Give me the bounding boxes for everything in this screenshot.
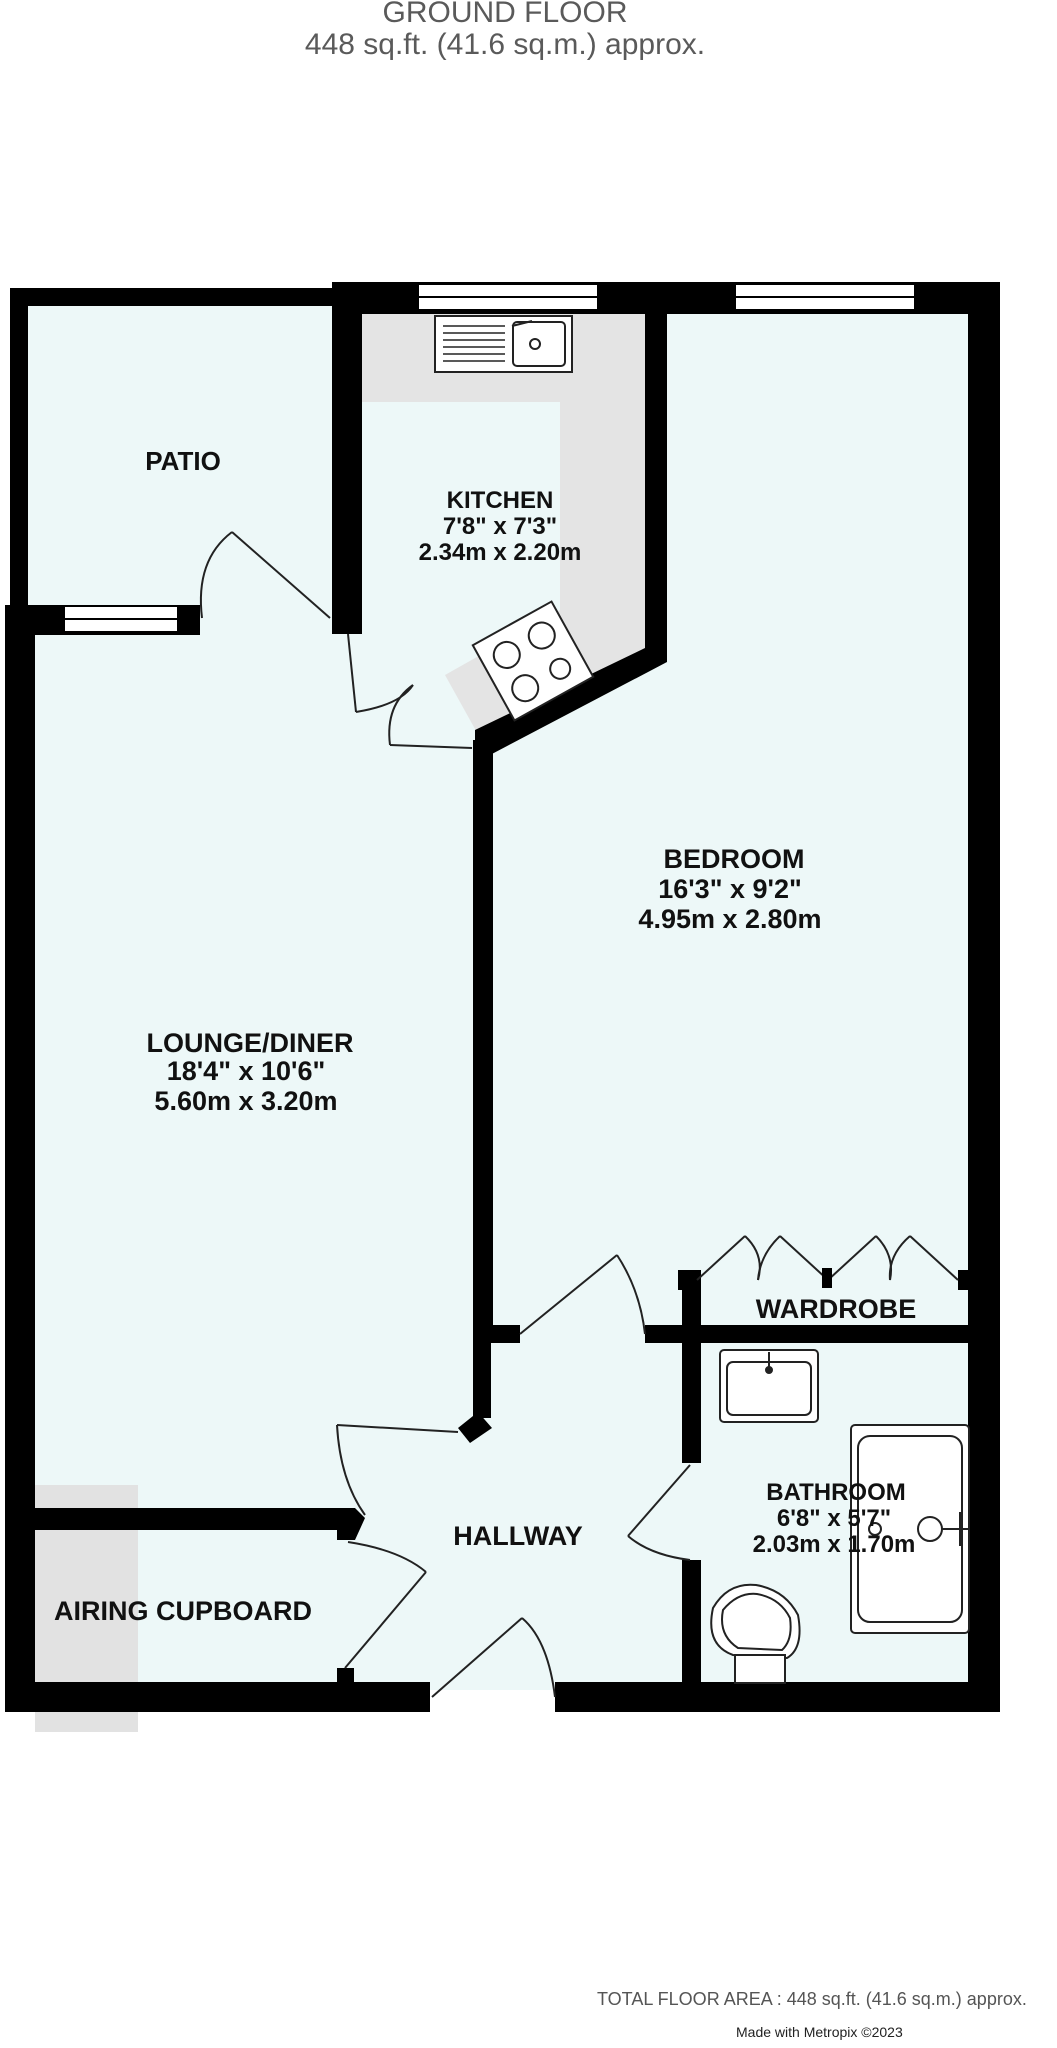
wall-airing-end: [337, 1508, 365, 1540]
lounge-metric: 5.60m x 3.20m: [154, 1086, 337, 1116]
hallway-label: HALLWAY: [453, 1521, 583, 1551]
wall-kitchen-left: [332, 282, 362, 634]
window-icon: [63, 605, 179, 633]
bedroom-door-icon: [519, 1254, 646, 1335]
kitchen-counter: [362, 310, 645, 738]
wall-wardrobe-divider: [645, 1325, 975, 1343]
lounge-area: [20, 618, 480, 1465]
wardrobe-doors-icon: [696, 1235, 959, 1281]
kitchen-door-icon: [347, 633, 473, 749]
wall-patio-top: [10, 288, 332, 306]
windows: [63, 283, 916, 633]
wall-bath-left-top: [682, 1270, 701, 1463]
wall-right: [968, 282, 1000, 1712]
entrance-door-icon: [431, 1617, 556, 1698]
kitchen-imperial: 7'8" x 7'3": [443, 513, 557, 540]
wall-bottom-left: [5, 1682, 430, 1712]
hob-icon: [471, 600, 595, 722]
bathroom-imperial: 6'8" x 5'7": [777, 1505, 891, 1532]
bedroom-label: BEDROOM: [664, 844, 805, 874]
total-floor-area: TOTAL FLOOR AREA : 448 sq.ft. (41.6 sq.m…: [597, 1989, 1027, 2009]
wall-hall-corner: [458, 1412, 492, 1443]
wardrobe-door-post-icon: [822, 1268, 832, 1288]
shower-tray-icon: [850, 1424, 970, 1634]
bathroom-door-icon: [627, 1464, 691, 1561]
sink-icon: [434, 315, 573, 373]
patio-area: [20, 300, 350, 618]
bedroom-metric: 4.95m x 2.80m: [638, 904, 821, 934]
metropix-credit: Made with Metropix ©2023: [736, 2024, 903, 2040]
floor-title: GROUND FLOOR: [382, 0, 628, 29]
bathroom-label: BATHROOM: [766, 1479, 906, 1506]
wall-bedroom-left: [473, 740, 493, 1330]
window-icon: [734, 283, 916, 311]
lounge-label: LOUNGE/DINER: [146, 1028, 353, 1058]
airing-cupboard-label: AIRING CUPBOARD: [54, 1596, 312, 1626]
wall-kitchen-diagonal: [475, 648, 667, 755]
wall-kitchen-right: [645, 282, 667, 660]
window-icon: [417, 283, 599, 311]
wall-bottom-right: [555, 1682, 1000, 1712]
washbasin-icon: [719, 1349, 819, 1423]
lounge-imperial: 18'4" x 10'6": [167, 1056, 326, 1086]
patio-door-icon: [199, 531, 331, 619]
wall-bath-left-bottom: [682, 1560, 701, 1712]
wardrobe-label: WARDROBE: [756, 1294, 917, 1324]
patio-label: PATIO: [145, 446, 221, 476]
room-labels: PATIO KITCHEN 7'8" x 7'3" 2.34m x 2.20m …: [54, 446, 916, 1626]
airing-door-icon: [344, 1541, 427, 1669]
bedroom-area: [480, 305, 975, 1340]
wall-lounge-left: [5, 605, 35, 1712]
wall-wardrobe-post-right: [958, 1270, 973, 1290]
kitchen-label: KITCHEN: [447, 487, 554, 514]
floor-area-subtitle: 448 sq.ft. (41.6 sq.m.) approx.: [304, 28, 706, 61]
doors: [199, 531, 959, 1698]
wall-airing-door-post: [337, 1668, 354, 1712]
toilet-icon: [710, 1583, 801, 1684]
kitchen-metric: 2.34m x 2.20m: [419, 539, 582, 566]
bedroom-imperial: 16'3" x 9'2": [658, 874, 802, 904]
wall-airing-top: [35, 1508, 355, 1530]
wall-patio-left: [10, 288, 28, 618]
wall-wardrobe-post-left: [678, 1270, 697, 1290]
wall-hall-vertical: [473, 1325, 491, 1418]
bathroom-metric: 2.03m x 1.70m: [753, 1531, 916, 1558]
lounge-door-icon: [336, 1424, 459, 1516]
